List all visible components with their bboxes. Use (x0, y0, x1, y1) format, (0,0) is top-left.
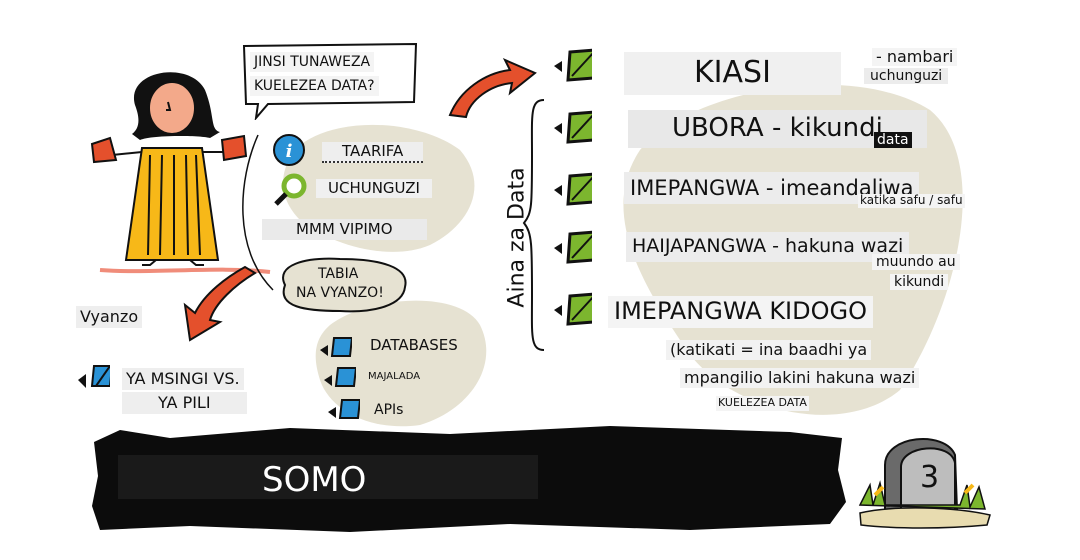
explore-label: UCHUNGUZI (316, 179, 432, 199)
data-type-structured-title: IMEPANGWA - imeandaliwa (624, 172, 920, 205)
checkbox-structured (554, 172, 592, 206)
files-icon (324, 367, 356, 387)
checkbox-qualitative (554, 110, 592, 144)
dress (124, 147, 220, 261)
sources-bubble-line-1: TABIA (318, 266, 359, 282)
info-label: TAARIFA (322, 142, 424, 164)
sources-bubble-line-2: NA VYANZO! (296, 285, 384, 301)
person-illustration (90, 72, 271, 274)
lesson-label-box (118, 455, 538, 499)
checkbox-unstructured (554, 230, 592, 264)
data-type-quantitative-note-2: uchunguzi (864, 68, 949, 85)
data-type-structured-note-1: katika safu / safu (858, 193, 965, 208)
data-type-unstructured-note-1: muundo au (872, 254, 960, 271)
data-type-qualitative-title: UBORA - kikundi (628, 110, 927, 148)
lesson-tombstone-icon (858, 438, 991, 529)
data-type-semi-structured-note-2: mpangilio lakini hakuna wazi (680, 368, 920, 389)
primary-secondary-line-2: YA PILI (122, 392, 247, 415)
lesson-label: SOMO (262, 460, 367, 500)
question-line-1: JINSI TUNAWEZA (250, 52, 375, 73)
source-item-databases: DATABASES (366, 336, 462, 356)
data-type-semi-structured-title: IMEPANGWA KIDOGO (608, 296, 873, 328)
data-type-unstructured-note-2: kikundi (890, 274, 949, 291)
data-type-quantitative-note-1: - nambari (872, 47, 958, 67)
data-type-qualitative-note-1: data (874, 132, 912, 149)
lesson-number: 3 (920, 460, 940, 495)
data-type-semi-structured-note-1: (katikati = ina baadhi ya (666, 340, 872, 361)
connector-curve (242, 134, 274, 291)
left-hand (90, 136, 118, 164)
info-icon: i (273, 134, 305, 166)
sources-title: Vyanzo (76, 306, 143, 329)
magnifier-icon (274, 173, 307, 206)
primary-secondary-line-1: YA MSINGI VS. (122, 368, 244, 391)
data-type-semi-structured-note-3: KUELEZEA DATA (716, 396, 809, 411)
source-item-apis: APIs (370, 401, 408, 420)
measures-label: MMM VIPIMO (262, 219, 427, 241)
checkbox-quantitative (554, 48, 592, 82)
data-type-unstructured-title: HAIJAPANGWA - hakuna wazi (626, 232, 910, 262)
source-item-files: MAJALADA (366, 370, 423, 384)
databases-icon (320, 337, 352, 357)
svg-text:i: i (286, 141, 293, 162)
primary-icon (78, 365, 110, 388)
right-hand (220, 134, 248, 162)
apis-icon (328, 399, 360, 419)
arrow-to-sources (183, 265, 257, 342)
checkbox-semi-structured (554, 292, 592, 326)
blob-sources (315, 300, 487, 427)
arrow-to-types (448, 57, 537, 119)
data-types-bracket (522, 99, 545, 351)
sources-bubble (282, 257, 407, 313)
face (148, 81, 196, 135)
question-line-2: KUELEZEA DATA? (250, 76, 379, 97)
data-type-quantitative-title: KIASI (624, 52, 841, 95)
